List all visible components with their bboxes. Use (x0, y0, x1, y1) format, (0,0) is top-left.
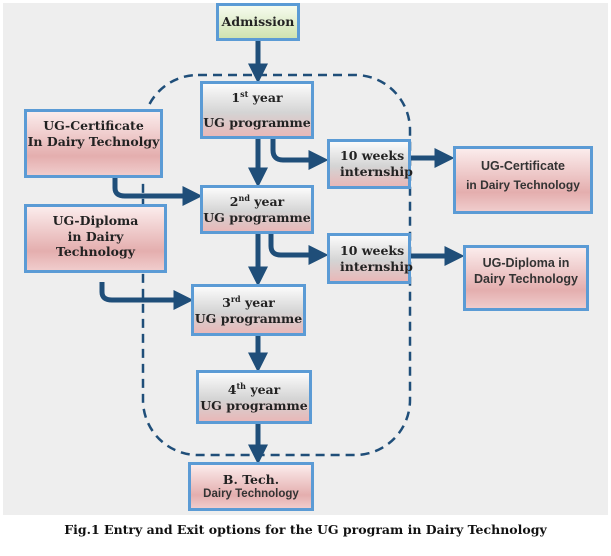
exit-dip-line2: Dairy Technology (474, 271, 578, 286)
btech-box: B. Tech. Dairy Technology (188, 462, 314, 511)
year4-sub: UG programme (200, 397, 308, 413)
entry-certificate-box: UG-Certificate In Dairy Technolgy (24, 109, 163, 178)
intern1-line1: 10 weeks (340, 148, 405, 164)
year1-sub: UG programme (203, 115, 311, 131)
entry-dip-line2: in Dairy Technology (55, 228, 136, 260)
entry-cert-line2: In Dairy Technolgy (27, 133, 160, 149)
year2-box: 2nd year UG programme (200, 185, 314, 234)
admission-box: Admission (216, 3, 300, 41)
entry-dip-line1: UG-Diploma (52, 213, 139, 228)
entry-cert-line1: UG-Certificate (43, 118, 144, 133)
year3-title: 3rd year (222, 293, 275, 310)
year2-title: 2nd year (229, 193, 285, 210)
exit-cert-line1: UG-Certificate (480, 159, 566, 173)
entry-diploma-box: UG-Diploma in Dairy Technology (24, 204, 167, 273)
exit-cert-line2: in Dairy Technology (466, 178, 580, 192)
year4-title: 4th year (227, 380, 281, 397)
btech-line2: Dairy Technology (203, 488, 299, 501)
figure-caption: Fig.1 Entry and Exit options for the UG … (64, 522, 547, 537)
btech-line1: B. Tech. (222, 471, 280, 487)
exit-certificate-box: UG-Certificate in Dairy Technology (453, 146, 593, 214)
intern1-line2: internship (340, 164, 413, 179)
internship1-box: 10 weeks internship (327, 139, 413, 189)
intern2-line1: 10 weeks (340, 242, 405, 258)
year3-sub: UG programme (194, 310, 303, 326)
year4-box: 4th year UG programme (196, 370, 312, 424)
intern2-line2: internship (340, 258, 413, 274)
arrow-entrydip-year3 (99, 282, 194, 310)
internship2-box: 10 weeks internship (327, 233, 413, 284)
arrow-year2-intern2 (268, 233, 329, 265)
arrow-year1-intern1 (270, 138, 329, 170)
year2-sub: UG programme (203, 210, 311, 226)
year1-box: 1st year UG programme (200, 81, 314, 139)
arrow-entrycert-year2 (112, 177, 203, 206)
year1-title: 1st year (231, 88, 283, 106)
exit-dip-line1: UG-Diploma in (482, 256, 570, 270)
exit-diploma-box: UG-Diploma in Dairy Technology (463, 245, 589, 311)
admission-label: Admission (221, 14, 295, 30)
year3-box: 3rd year UG programme (191, 284, 306, 336)
